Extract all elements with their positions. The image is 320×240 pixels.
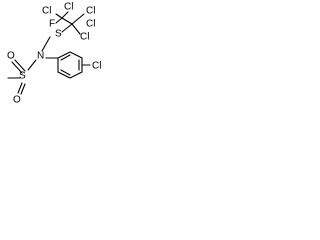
bond-c2-cl-mid-right [71,23,81,35]
bond-c1-f [55,17,63,24]
bond-so-lower-b [20,83,26,95]
bond-so-lower-a [17,82,23,94]
bond-c2-cl-top-right [71,13,85,25]
ring-double-3 [60,69,71,76]
bond-so-upper-a [11,61,23,74]
atom-cl-top-mid: Cl [64,2,73,13]
bonds [7,11,91,95]
atom-sulfur-sulfonyl: S [19,71,26,82]
atom-sulfur-thio: S [55,29,62,40]
bond-c1-cl-top-mid [61,11,69,19]
atom-fluorine: F [49,19,55,30]
atom-cl-mid-right: Cl [86,19,95,30]
atom-cl-para: Cl [92,61,101,72]
bond-c1-cl-top-left [55,13,63,19]
bond-s-n [41,36,51,52]
atom-cl-mid-right2: Cl [80,32,89,43]
molecule-diagram: Cl Cl Cl F Cl Cl S N S O O Cl [7,2,101,106]
bond-so-upper-b [14,59,26,72]
atom-oxygen-lower: O [13,95,21,106]
atom-oxygen-upper: O [7,51,15,62]
bond-c1-c2 [61,17,73,25]
ring-double-1 [60,54,71,61]
benzene-ring [57,51,83,79]
bond-c2-s [61,23,73,33]
atom-cl-top-left: Cl [42,6,51,17]
atom-cl-top-right: Cl [86,6,95,17]
bond-n-so2 [27,59,37,71]
atom-nitrogen: N [37,51,44,62]
atom-labels: Cl Cl Cl F Cl Cl S N S O O Cl [7,2,101,106]
